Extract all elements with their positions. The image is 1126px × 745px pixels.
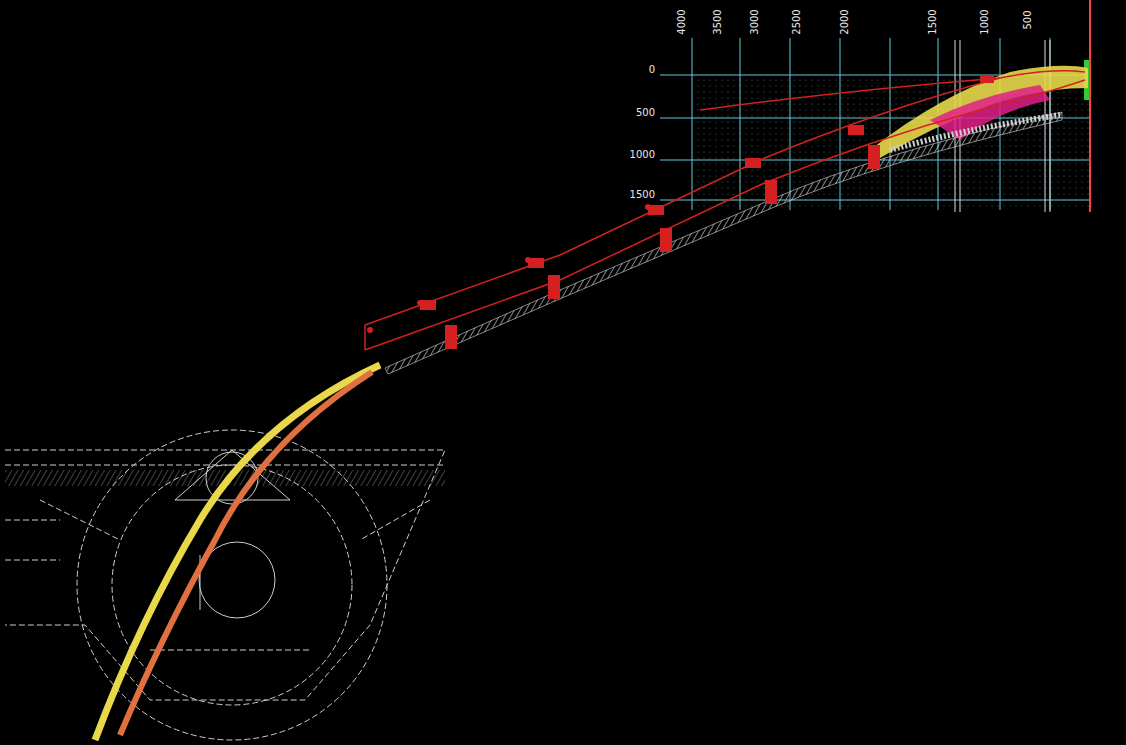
axis-label-x: 1500: [927, 9, 939, 34]
axis-label-y: 1500: [630, 189, 655, 201]
axis-label-x: 3000: [749, 9, 761, 34]
chute-outline: [365, 71, 1085, 350]
axis-label-x: 3500: [712, 9, 724, 34]
grid: [660, 0, 1090, 212]
axis-label-y: 0: [649, 64, 655, 76]
axis-label-x: 2500: [791, 9, 803, 34]
trajectory-upper: [95, 365, 380, 740]
flanges: [367, 75, 994, 349]
axis-label-x: 2000: [839, 9, 851, 34]
pulley-housing: [5, 430, 445, 740]
axis-label-x: 4000: [676, 9, 688, 34]
axis-label-x: 500: [1022, 10, 1034, 29]
axis-label-y: 1000: [630, 149, 655, 161]
axis-label-y: 500: [636, 107, 655, 119]
trajectory-lower: [120, 372, 372, 735]
axis-label-x: 1000: [979, 9, 991, 34]
belt-band: [385, 112, 1062, 374]
